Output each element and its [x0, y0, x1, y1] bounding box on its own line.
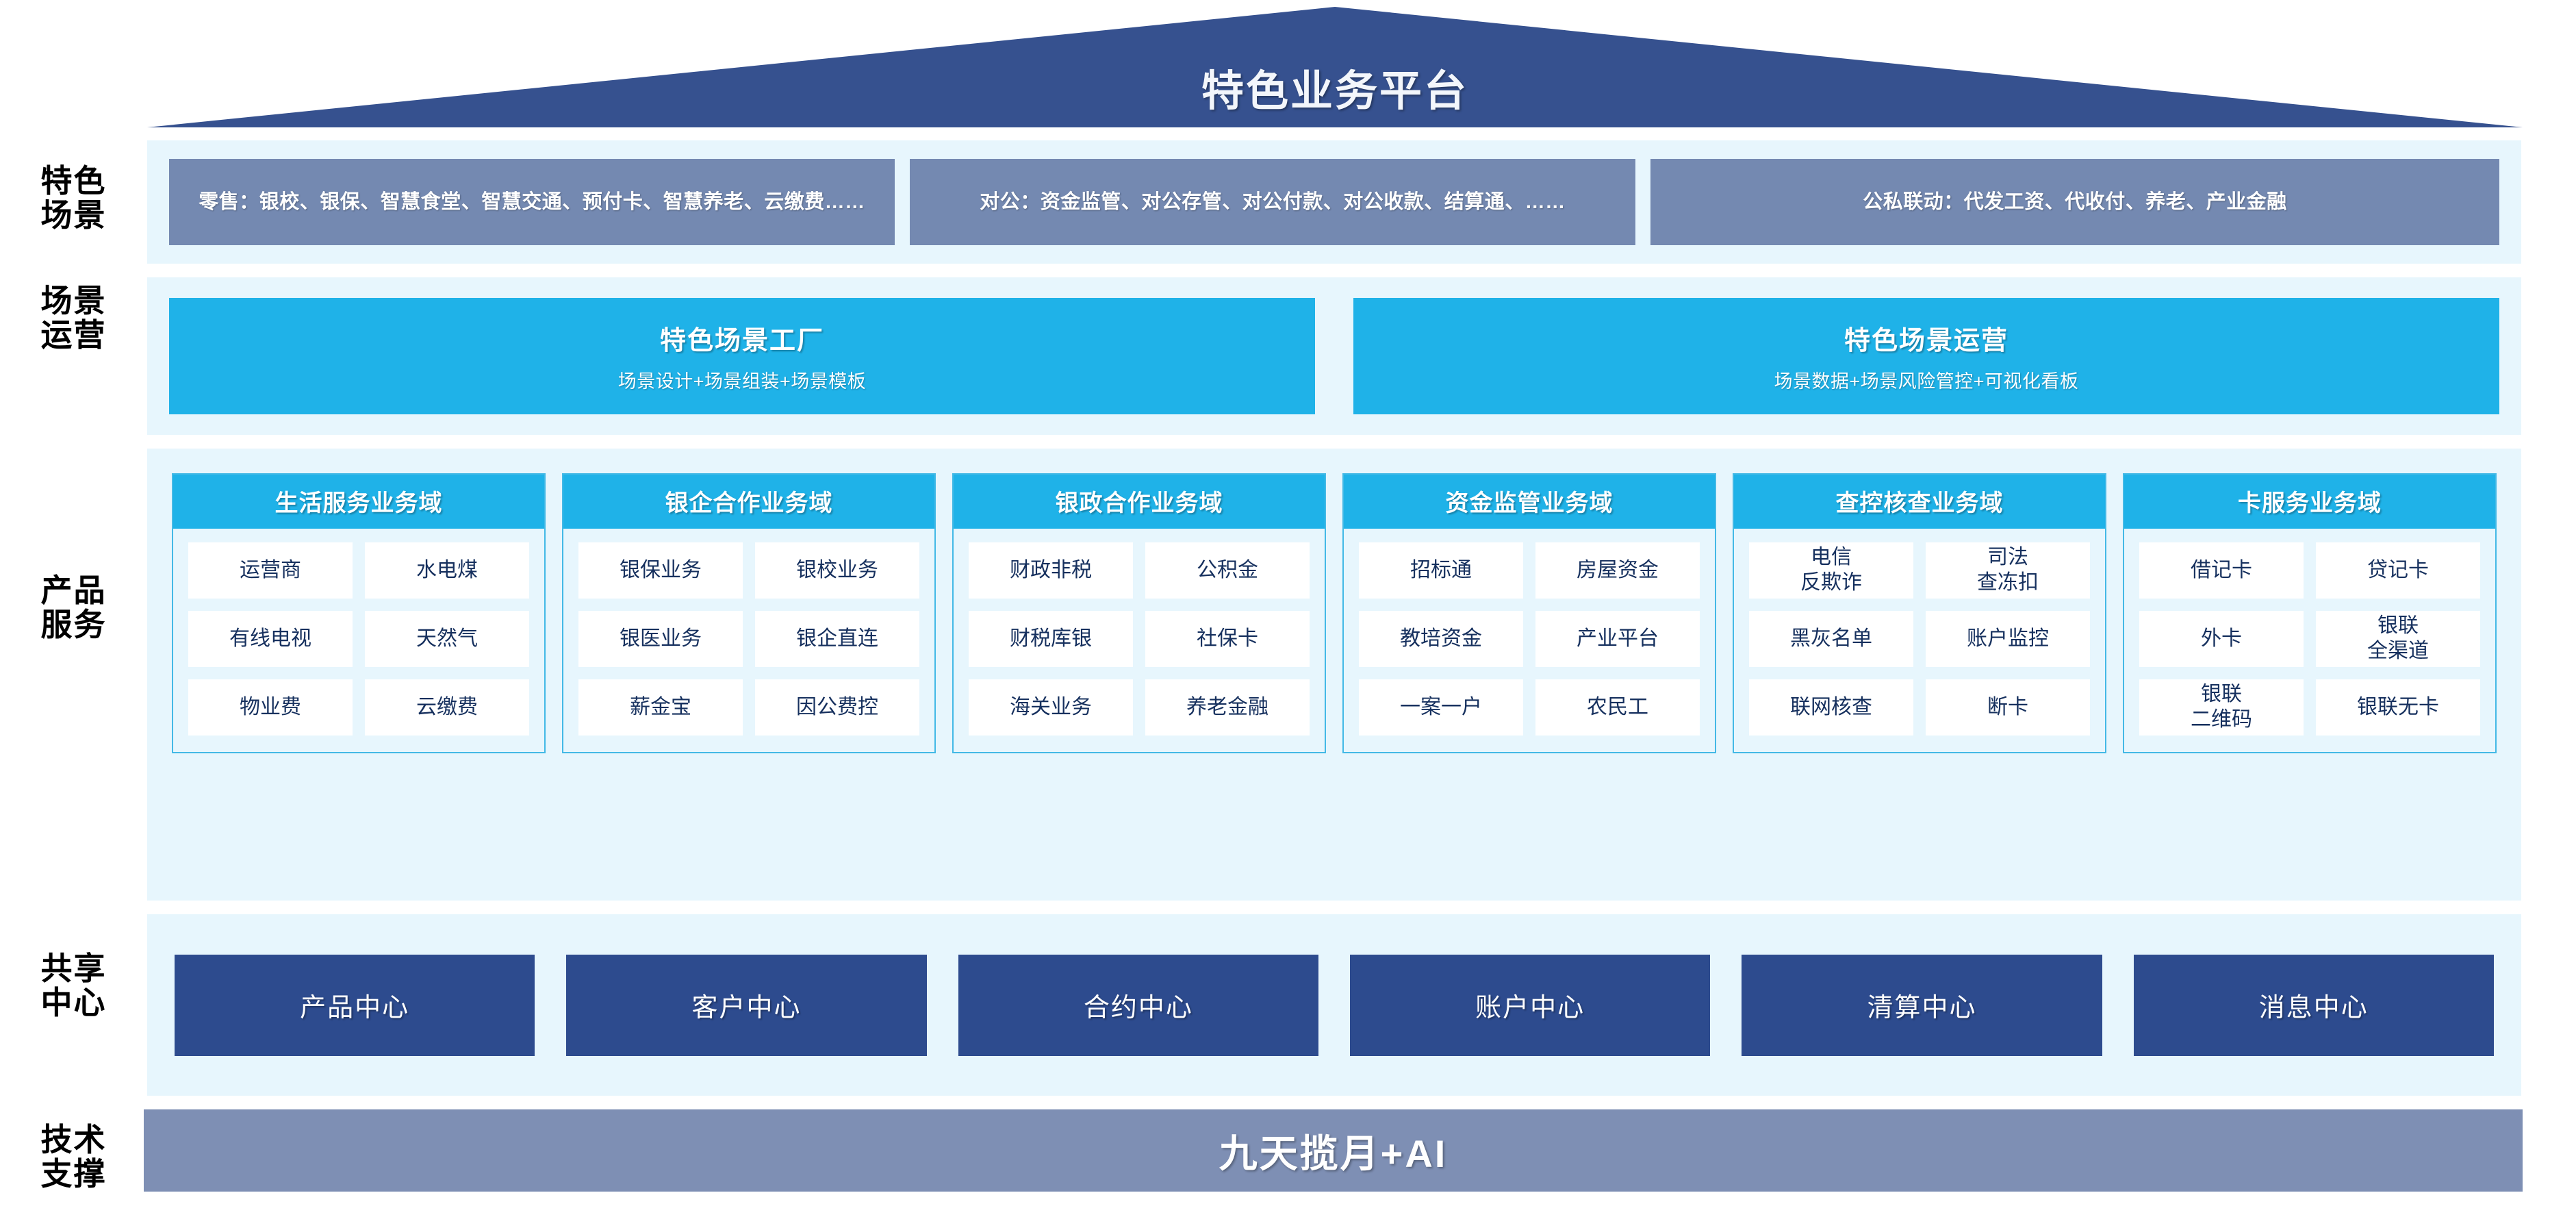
- domain-row: 生活服务业务域运营商水电煤有线电视天然气物业费云缴费银企合作业务域银保业务银校业…: [147, 449, 2521, 901]
- row-label-shared: 共享中心: [7, 951, 140, 1020]
- domain-item[interactable]: 运营商: [188, 542, 353, 599]
- domain-item[interactable]: 物业费: [188, 679, 353, 736]
- domain-title: 银政合作业务域: [954, 475, 1325, 529]
- domain-item-grid: 电信 反欺诈司法 查冻扣黑灰名单账户监控联网核查断卡: [1734, 529, 2105, 752]
- domain-item[interactable]: 天然气: [365, 611, 529, 667]
- domain-item[interactable]: 一案一户: [1359, 679, 1523, 736]
- domain-item[interactable]: 银医业务: [578, 611, 743, 667]
- domain-item[interactable]: 海关业务: [969, 679, 1133, 736]
- product-band: 生活服务业务域运营商水电煤有线电视天然气物业费云缴费银企合作业务域银保业务银校业…: [147, 449, 2521, 901]
- domain-item-grid: 银保业务银校业务银医业务银企直连薪金宝因公费控: [563, 529, 934, 752]
- scene-box-retail[interactable]: 零售：银校、银保、智慧食堂、智慧交通、预付卡、智慧养老、云缴费……: [169, 159, 895, 245]
- row-label-line: 支撑: [40, 1155, 107, 1192]
- domain-item[interactable]: 银校业务: [755, 542, 919, 599]
- scene-box-linkage[interactable]: 公私联动：代发工资、代收付、养老、产业金融: [1650, 159, 2499, 245]
- shared-center-box[interactable]: 产品中心: [175, 954, 535, 1056]
- operation-band: 特色场景工厂 场景设计+场景组装+场景模板 特色场景运营 场景数据+场景风险管控…: [147, 277, 2521, 435]
- operation-subtitle: 场景数据+场景风险管控+可视化看板: [1774, 371, 2079, 392]
- domain-item-grid: 运营商水电煤有线电视天然气物业费云缴费: [173, 529, 544, 752]
- domain-item[interactable]: 财政非税: [969, 542, 1133, 599]
- domain-item[interactable]: 因公费控: [755, 679, 919, 736]
- domain-item[interactable]: 联网核查: [1749, 679, 1913, 736]
- scene-box-corporate[interactable]: 对公：资金监管、对公存管、对公付款、对公收款、结算通、……: [910, 159, 1635, 245]
- row-label-line: 服务: [40, 606, 107, 642]
- shared-center-box[interactable]: 消息中心: [2133, 954, 2494, 1056]
- row-label-product: 产品服务: [7, 573, 140, 642]
- domain-item[interactable]: 有线电视: [188, 611, 353, 667]
- domain-item-grid: 财政非税公积金财税库银社保卡海关业务养老金融: [954, 529, 1325, 752]
- shared-center-row: 产品中心客户中心合约中心账户中心清算中心消息中心: [147, 914, 2521, 1096]
- domain-item[interactable]: 断卡: [1926, 679, 2090, 736]
- operation-title: 特色场景运营: [1844, 327, 2008, 355]
- row-label-line: 场景: [40, 197, 107, 233]
- domain-title: 查控核查业务域: [1734, 475, 2105, 529]
- shared-center-box[interactable]: 客户中心: [566, 954, 927, 1056]
- domain-item[interactable]: 借记卡: [2139, 542, 2304, 599]
- shared-center-box[interactable]: 清算中心: [1742, 954, 2102, 1056]
- domain-item[interactable]: 银联 二维码: [2139, 679, 2304, 736]
- domain-item-grid: 招标通房屋资金教培资金产业平台一案一户农民工: [1344, 529, 1715, 752]
- domain-item-grid: 借记卡贷记卡外卡银联 全渠道银联 二维码银联无卡: [2124, 529, 2495, 752]
- operation-title: 特色场景工厂: [659, 327, 824, 355]
- operation-box-operate[interactable]: 特色场景运营 场景数据+场景风险管控+可视化看板: [1353, 298, 2499, 414]
- domain-title: 银企合作业务域: [563, 475, 934, 529]
- domain-item[interactable]: 招标通: [1359, 542, 1523, 599]
- shared-center-box[interactable]: 合约中心: [958, 954, 1318, 1056]
- domain-item[interactable]: 社保卡: [1145, 611, 1310, 667]
- domain-item[interactable]: 教培资金: [1359, 611, 1523, 667]
- shared-center-box[interactable]: 账户中心: [1349, 954, 1711, 1056]
- domain-item[interactable]: 外卡: [2139, 611, 2304, 667]
- domain-item[interactable]: 养老金融: [1145, 679, 1310, 736]
- operation-subtitle: 场景设计+场景组装+场景模板: [617, 371, 867, 392]
- row-label-line: 运营: [40, 316, 107, 353]
- row-label-operation: 场景运营: [7, 284, 140, 352]
- domain-item[interactable]: 银联 全渠道: [2316, 611, 2480, 667]
- row-label-line: 特色: [40, 163, 107, 199]
- row-label-line: 共享: [40, 951, 107, 986]
- domain-item[interactable]: 产业平台: [1535, 611, 1700, 667]
- row-label-line: 场景: [40, 283, 107, 318]
- row-label-line: 中心: [40, 984, 107, 1020]
- domain-title: 资金监管业务域: [1344, 475, 1715, 529]
- row-label-scene: 特色场景: [7, 164, 140, 232]
- domain-column: 卡服务业务域借记卡贷记卡外卡银联 全渠道银联 二维码银联无卡: [2123, 473, 2497, 753]
- scene-band: 零售：银校、银保、智慧食堂、智慧交通、预付卡、智慧养老、云缴费…… 对公：资金监…: [147, 140, 2521, 264]
- domain-item[interactable]: 云缴费: [365, 679, 529, 736]
- domain-column: 银企合作业务域银保业务银校业务银医业务银企直连薪金宝因公费控: [562, 473, 936, 753]
- domain-item[interactable]: 贷记卡: [2316, 542, 2480, 599]
- domain-item[interactable]: 司法 查冻扣: [1926, 542, 2090, 599]
- row-label-line: 产品: [40, 573, 107, 608]
- domain-title: 卡服务业务域: [2124, 475, 2495, 529]
- tech-band[interactable]: 九天揽月+AI: [144, 1109, 2523, 1192]
- domain-item[interactable]: 水电煤: [365, 542, 529, 599]
- domain-item[interactable]: 账户监控: [1926, 611, 2090, 667]
- domain-item[interactable]: 农民工: [1535, 679, 1700, 736]
- platform-title: 特色业务平台: [1201, 68, 1468, 115]
- shared-band: 产品中心客户中心合约中心账户中心清算中心消息中心: [147, 914, 2521, 1096]
- domain-column: 查控核查业务域电信 反欺诈司法 查冻扣黑灰名单账户监控联网核查断卡: [1733, 473, 2106, 753]
- domain-item[interactable]: 电信 反欺诈: [1749, 542, 1913, 599]
- tech-label: 九天揽月+AI: [1219, 1131, 1448, 1175]
- domain-item[interactable]: 财税库银: [969, 611, 1133, 667]
- domain-item[interactable]: 银企直连: [755, 611, 919, 667]
- domain-title: 生活服务业务域: [173, 475, 544, 529]
- domain-item[interactable]: 银保业务: [578, 542, 743, 599]
- domain-column: 银政合作业务域财政非税公积金财税库银社保卡海关业务养老金融: [952, 473, 1326, 753]
- row-label-tech: 技术支撑: [7, 1122, 140, 1192]
- operation-box-factory[interactable]: 特色场景工厂 场景设计+场景组装+场景模板: [169, 298, 1315, 414]
- domain-item[interactable]: 薪金宝: [578, 679, 743, 736]
- domain-item[interactable]: 黑灰名单: [1749, 611, 1913, 667]
- domain-column: 资金监管业务域招标通房屋资金教培资金产业平台一案一户农民工: [1342, 473, 1716, 753]
- domain-column: 生活服务业务域运营商水电煤有线电视天然气物业费云缴费: [172, 473, 546, 753]
- domain-item[interactable]: 银联无卡: [2316, 679, 2480, 736]
- domain-item[interactable]: 公积金: [1145, 542, 1310, 599]
- row-label-line: 技术: [40, 1122, 107, 1157]
- domain-item[interactable]: 房屋资金: [1535, 542, 1700, 599]
